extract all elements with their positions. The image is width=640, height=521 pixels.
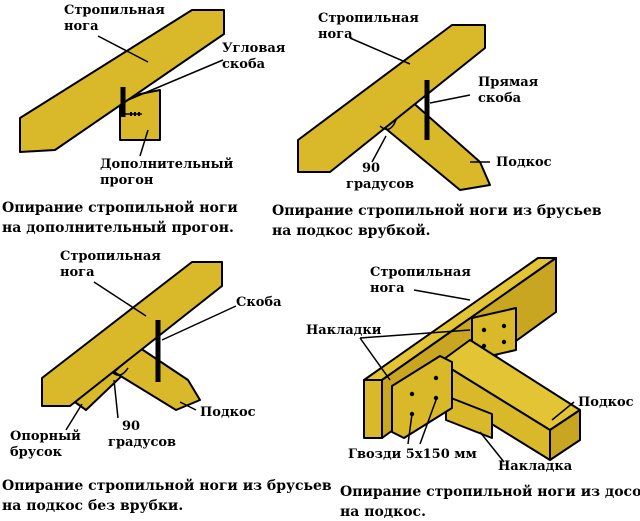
right-angle-arc: [111, 367, 129, 376]
caption: Опирание стропильной ноги: [2, 199, 238, 216]
caption-2: на подкос без врубки.: [2, 498, 183, 514]
right-angle-arc: [379, 119, 397, 131]
support-block-label: Опорный: [10, 429, 81, 444]
rafter-label-2: нога: [370, 281, 405, 296]
strut-end: [549, 409, 581, 461]
purlin-label: Дополнительный: [100, 157, 234, 172]
rafter-label: Стропильная: [60, 249, 161, 264]
rafter-board-front: [363, 379, 383, 439]
corner-bracket-label-2: скоба: [222, 57, 266, 72]
caption-2: на дополнительный прогон.: [2, 219, 234, 236]
purlin-label-2: прогон: [100, 173, 154, 188]
nails-label: Гвозди 5х150 мм: [348, 447, 477, 462]
strut-label: Подкос: [496, 155, 552, 170]
strut-label: Подкос: [578, 395, 634, 410]
panel-purlin-support: Стропильная нога Угловая скоба Дополните…: [2, 3, 286, 236]
rafter-leg: [297, 24, 486, 173]
angle-label-2: градусов: [108, 435, 176, 450]
nail-marks: [130, 112, 140, 116]
rafter-label-2: нога: [318, 27, 353, 42]
caption-2: на подкос.: [340, 504, 426, 520]
corner-bracket-label: Угловая: [222, 41, 286, 56]
rafter-label-2: нога: [64, 19, 99, 34]
panel-board-rafter: Стропильная нога Накладки Подкос Гвозди …: [306, 257, 640, 520]
rafter-leg: [19, 9, 225, 153]
straight-bracket-label-2: скоба: [478, 91, 522, 106]
strut-label: Подкос: [200, 405, 256, 420]
caption: Опирание стропильной ноги из досок: [340, 483, 640, 500]
angle-label: 90: [362, 161, 380, 176]
plates-label: Накладки: [306, 323, 382, 338]
rafter-label-2: нога: [60, 265, 95, 280]
support-block-label-2: брусок: [10, 445, 63, 460]
caption: Опирание стропильной ноги из брусьев: [272, 202, 602, 219]
rafter-label: Стропильная: [64, 3, 165, 18]
rafter-leg: [41, 261, 223, 407]
caption: Опирание стропильной ноги из брусьев: [2, 477, 332, 494]
panel-notched-strut: Стропильная нога Прямая скоба Подкос 90 …: [272, 11, 602, 239]
caption-2: на подкос врубкой.: [272, 222, 430, 239]
plate-label: Накладка: [498, 459, 573, 474]
angle-label-2: градусов: [346, 177, 414, 192]
rafter-label: Стропильная: [370, 265, 471, 280]
bracket-label: Скоба: [236, 295, 282, 310]
angle-label: 90: [122, 419, 140, 434]
panel-strut-no-notch: Стропильная нога Скоба Подкос 90 градусо…: [2, 249, 332, 514]
straight-bracket-label: Прямая: [478, 75, 539, 90]
rafter-label: Стропильная: [318, 11, 419, 26]
